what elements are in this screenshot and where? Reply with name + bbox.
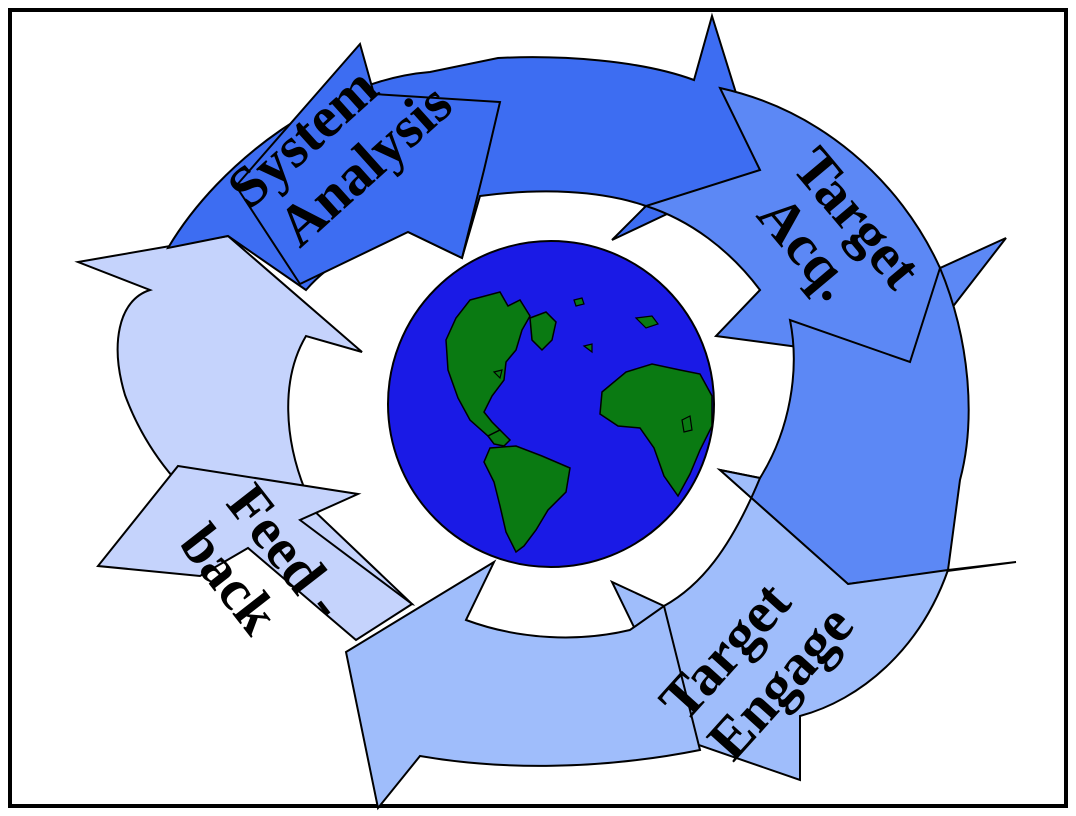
land-island-1: [574, 298, 584, 306]
globe: [388, 241, 714, 567]
